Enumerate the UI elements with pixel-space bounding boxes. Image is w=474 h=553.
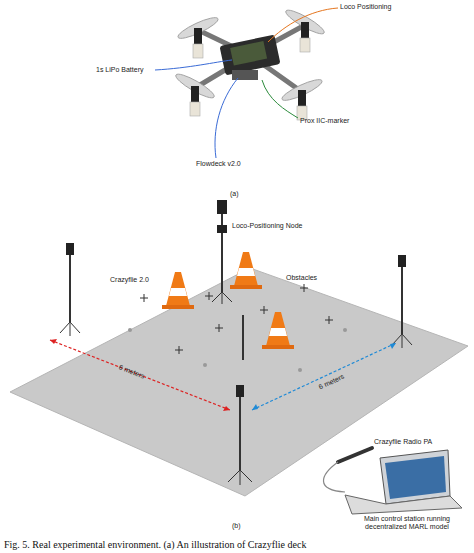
radio-laptop [323, 448, 462, 514]
part-label: Obstacles [286, 274, 317, 282]
part-label: Crazyflie 2.0 [110, 276, 149, 284]
part-label: Crazyflie Radio PA [374, 438, 432, 446]
figure-caption: Fig. 5. Real experimental environment. (… [4, 539, 306, 550]
part-label: Loco Positioning [340, 3, 391, 11]
part-label: 1s LiPo Battery [96, 66, 143, 74]
part-label: Prox IIC-marker [300, 117, 349, 125]
part-label: Main control station running decentraliz… [352, 515, 462, 531]
small-drones [140, 284, 333, 354]
dimension-arrows [50, 339, 396, 411]
subfigure-label: (a) [230, 190, 239, 198]
anchor-poles [70, 212, 402, 470]
part-label: Loco-Positioning Node [232, 222, 302, 230]
subfigure-label: (b) [232, 522, 241, 530]
part-label: Flowdeck v2.0 [196, 160, 241, 168]
leader-lines [155, 8, 338, 158]
crazyflie-drone [173, 7, 326, 120]
cones [162, 252, 294, 349]
